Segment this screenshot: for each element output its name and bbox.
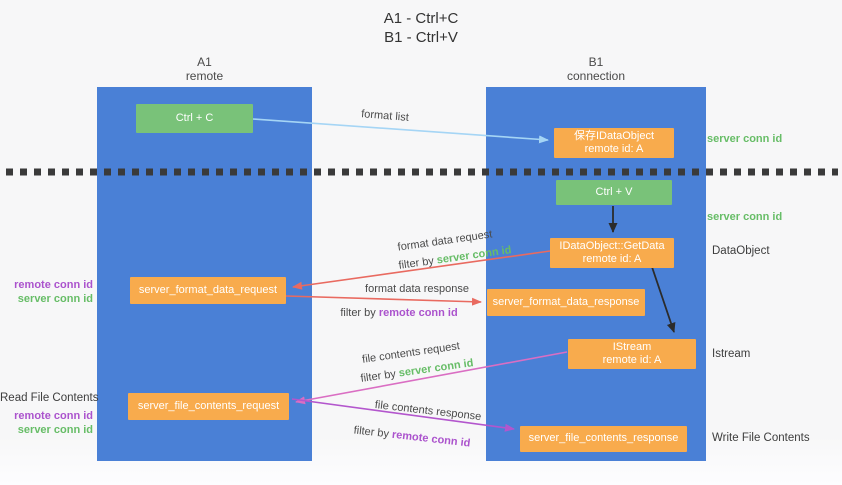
node-ctrl-c-label: Ctrl + C <box>175 111 214 124</box>
node-file-response-label: server_file_contents_response <box>528 432 679 445</box>
remote-conn-id-text: remote conn id <box>378 307 458 319</box>
title-line-1: A1 - Ctrl+C <box>383 10 459 27</box>
column-header-b1: B1 connection <box>486 55 706 83</box>
arrow-file-contents-response <box>291 398 515 432</box>
edge-label-format-data-response: format data response <box>365 283 469 295</box>
column-a1-subtitle: remote <box>185 69 224 83</box>
node-format-request-label: server_format_data_request <box>138 283 278 296</box>
node-getdata-line2: remote id: A <box>582 253 642 265</box>
right-label-istream: Istream <box>712 348 751 360</box>
right-label-dataobject: DataObject <box>712 245 770 257</box>
column-b1-subtitle: connection <box>566 69 626 83</box>
node-istream-line1: IStream <box>612 340 652 353</box>
left-label-read-file-contents: Read File Contents <box>0 392 99 404</box>
node-save-idataobject-line1: 保存IDataObject <box>573 129 655 142</box>
left-label-server-conn-id-2: server conn id <box>17 424 93 436</box>
node-server-format-data-request: server_format_data_request <box>130 277 286 304</box>
left-label-group-file: Read File Contents remote conn id server… <box>0 391 99 437</box>
node-save-idataobject-line2: remote id: A <box>584 143 644 155</box>
title-line-2: B1 - Ctrl+V <box>384 29 458 46</box>
column-b1-id: B1 <box>588 55 604 69</box>
filter-by-text: filter by <box>340 307 376 319</box>
arrow-file-contents-request <box>295 351 568 405</box>
diagram-title: A1 - Ctrl+C B1 - Ctrl+V <box>0 9 842 47</box>
arrow-format-data-response <box>285 295 482 306</box>
left-label-server-conn-id-1: server conn id <box>17 293 93 305</box>
node-istream-line2: remote id: A <box>602 354 662 366</box>
node-istream: IStream remote id: A <box>568 339 696 369</box>
node-format-response-label: server_format_data_response <box>492 295 640 308</box>
right-label-write-file-contents: Write File Contents <box>712 432 810 444</box>
arrow-getdata-to-istream <box>651 266 676 333</box>
node-ctrl-c: Ctrl + C <box>136 104 253 133</box>
node-server-format-data-response: server_format_data_response <box>487 289 645 316</box>
node-ctrl-v-label: Ctrl + V <box>595 185 633 198</box>
edge-label-filter-by-remote-conn-id-1: filter by remote conn id <box>340 307 457 319</box>
column-a1-id: A1 <box>197 55 212 69</box>
node-ctrl-v: Ctrl + V <box>556 180 672 205</box>
node-getdata-line1: IDataObject::GetData <box>559 239 665 252</box>
left-label-group-format: remote conn id server conn id <box>0 278 93 306</box>
left-label-remote-conn-id-2: remote conn id <box>14 410 93 422</box>
node-server-file-contents-response: server_file_contents_response <box>520 426 687 452</box>
arrow-format-list <box>252 118 549 144</box>
column-header-a1: A1 remote <box>97 55 312 83</box>
right-label-server-conn-id-1: server conn id <box>707 133 783 145</box>
right-label-server-conn-id-2: server conn id <box>707 211 783 223</box>
node-server-file-contents-request: server_file_contents_request <box>128 393 289 420</box>
arrow-format-data-request <box>292 250 551 290</box>
left-label-remote-conn-id-1: remote conn id <box>14 279 93 291</box>
node-file-request-label: server_file_contents_request <box>137 399 280 412</box>
node-idataobject-getdata: IDataObject::GetData remote id: A <box>550 238 674 268</box>
node-save-idataobject: 保存IDataObject remote id: A <box>554 128 674 158</box>
